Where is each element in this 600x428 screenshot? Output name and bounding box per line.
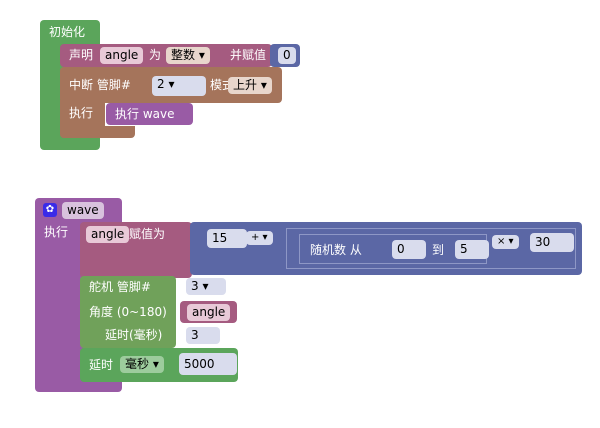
servo-label: 舵机 管脚# [89,280,151,294]
operand-b-field[interactable]: 30 [530,233,574,252]
delay-block[interactable]: 延时 毫秒 ▾ 5000 [80,348,238,382]
number-block[interactable]: 0 [270,44,300,67]
type-dropdown[interactable]: 整数 ▾ [166,47,210,64]
interrupt-label: 中断 管脚# [69,78,131,92]
call-wave-block[interactable]: 执行 wave [106,103,193,125]
to-label: 到 [432,243,445,257]
init-value-field[interactable]: 0 [278,47,296,64]
declare-block[interactable]: 声明 angle 为 整数 ▾ 并赋值 [60,44,272,67]
servo-pin-dropdown[interactable]: 3 ▾ [186,278,226,295]
mode-dropdown[interactable]: 上升 ▾ [228,77,272,94]
angle-label: 角度 (0~180) [89,305,167,319]
arithmetic-block[interactable]: 15 + ▾ 随机数 从 0 到 5 × ▾ 30 [190,222,582,275]
interrupt-footer [60,126,135,138]
random-label: 随机数 从 [310,243,362,257]
random-block[interactable]: 随机数 从 0 到 5 [299,234,489,264]
function-name-field[interactable]: wave [62,202,104,219]
multiply-block[interactable]: 随机数 从 0 到 5 × ▾ 30 [286,228,576,269]
exec-label: 执行 [44,225,69,239]
delay-unit-dropdown[interactable]: 毫秒 ▾ [120,356,164,373]
declare-label: 声明 [69,48,94,62]
delay-value-field[interactable]: 5000 [179,353,237,375]
assign-label: 赋值为 [129,227,166,241]
operator2-dropdown[interactable]: × ▾ [492,235,519,249]
gear-icon[interactable]: ✿ [43,203,57,217]
var-name-field[interactable]: angle [100,47,144,64]
call-label: 执行 wave [115,107,175,121]
set-var-field[interactable]: angle [86,226,130,243]
random-from-field[interactable]: 0 [392,240,426,259]
servo-delay-field[interactable]: 3 [186,327,220,344]
set-var-block[interactable]: angle 赋值为 [80,222,192,278]
as-label: 为 [149,48,162,62]
angle-var: angle [187,304,231,321]
random-to-field[interactable]: 5 [455,240,489,259]
operand-a-field[interactable]: 15 [207,229,247,248]
exec-label: 执行 [69,106,94,120]
assign-label: 并赋值 [230,48,267,62]
servo-delay-label: 延时(毫秒) [105,328,163,342]
delay-label: 延时 [89,358,114,372]
setup-title: 初始化 [49,25,86,39]
operator-dropdown[interactable]: + ▾ [246,231,273,245]
servo-block[interactable]: 舵机 管脚# 角度 (0~180) 延时(毫秒) [80,276,176,348]
pin-dropdown[interactable]: 2 ▾ [152,76,206,96]
operand-a: 15 [212,231,228,245]
angle-var-block[interactable]: angle [180,301,237,323]
interrupt-block[interactable]: 中断 管脚# 2 ▾ 模式 上升 ▾ [60,67,282,103]
